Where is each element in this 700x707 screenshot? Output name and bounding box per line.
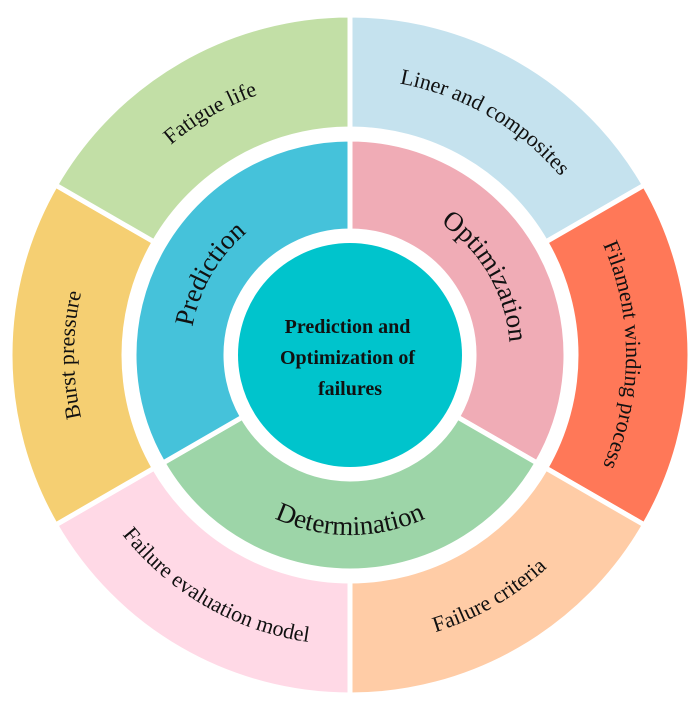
middle-segment-determination: Determination bbox=[159, 413, 541, 574]
middle-segment-shape bbox=[159, 413, 541, 574]
center-title: Prediction and Optimization of failures bbox=[280, 316, 420, 400]
middle-segment-optimization: Optimization bbox=[347, 136, 569, 467]
center-circle bbox=[238, 243, 462, 467]
outer-segment-shape bbox=[347, 12, 648, 246]
center-title-line: Optimization of bbox=[280, 347, 415, 369]
outer-segment-shape bbox=[542, 181, 693, 529]
outer-segment-burst-pressure: Burst pressure bbox=[7, 181, 158, 529]
center-title-line: Prediction and bbox=[285, 316, 411, 338]
middle-segment-shape bbox=[131, 136, 353, 467]
outer-segment-shape bbox=[52, 12, 353, 246]
outer-segment-shape bbox=[52, 464, 353, 698]
center-hub: Prediction and Optimization of failures bbox=[238, 243, 462, 467]
outer-segment-filament-winding-process: Filament winding process bbox=[542, 181, 693, 529]
outer-segment-fatigue-life: Fatigue life bbox=[52, 12, 353, 246]
outer-segment-failure-criteria: Failure criteria bbox=[347, 464, 648, 698]
outer-segment-failure-evaluation-model: Failure evaluation model bbox=[52, 464, 353, 698]
outer-segment-shape bbox=[347, 464, 648, 698]
center-title-line: failures bbox=[318, 378, 382, 400]
outer-segment-shape bbox=[7, 181, 158, 529]
middle-segment-shape bbox=[347, 136, 569, 467]
outer-segment-liner-and-composites: Liner and composites bbox=[347, 12, 648, 246]
